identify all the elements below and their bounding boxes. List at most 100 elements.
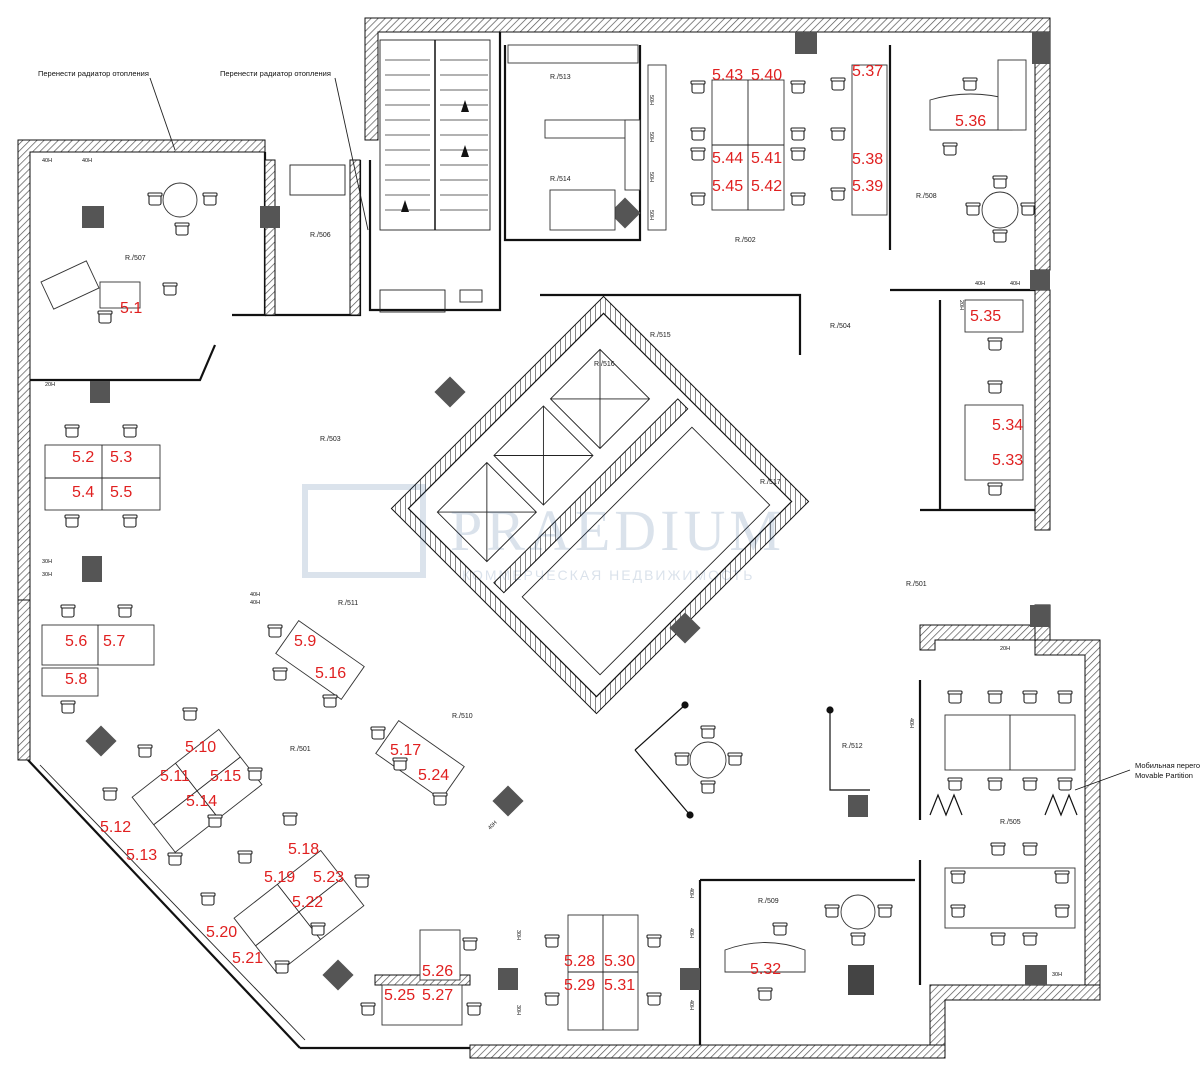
room-label: R./504 [830, 323, 851, 330]
workstation-label: 5.20 [206, 924, 237, 941]
room-label: R./501 [290, 746, 311, 753]
furniture-tag: 20Н [45, 382, 55, 388]
room-label: R./512 [842, 743, 863, 750]
radiator-note-2: Перенести радиатор отопления [220, 69, 331, 78]
movable-partition-en: Movable Partition [1135, 771, 1193, 780]
workstation-label: 5.37 [852, 63, 883, 80]
furniture-tag: 40Н [688, 888, 694, 898]
watermark-brand: PRAEDIUM [450, 498, 785, 563]
staircase [379, 39, 491, 313]
room-label: R./515 [650, 332, 671, 339]
furniture-tag: 40Н [688, 928, 694, 938]
furniture-tag: 20Н [958, 300, 964, 310]
workstation-label: 5.13 [126, 847, 157, 864]
furniture-tag: 40Н [42, 158, 52, 164]
workstation-label: 5.40 [751, 67, 782, 84]
furniture [40, 44, 1076, 1031]
workstation-label: 5.26 [422, 963, 453, 980]
stair-506 [264, 159, 361, 316]
workstation-label: 5.21 [232, 950, 263, 967]
workstation-label: 5.29 [564, 977, 595, 994]
workstation-label: 5.14 [186, 793, 217, 810]
central-core [390, 295, 810, 715]
workstation-label: 5.11 [160, 768, 190, 785]
workstation-label: 5.25 [384, 987, 415, 1004]
room-label: R./503 [320, 436, 341, 443]
workstation-labels: 5.1 5.2 5.3 5.4 5.5 5.6 5.7 5.8 5.9 5.10… [65, 63, 1023, 1004]
furniture-tag: 50Н [648, 172, 654, 182]
workstation-label: 5.43 [712, 67, 743, 84]
workstation-label: 5.32 [750, 961, 781, 978]
workstation-label: 5.10 [185, 739, 216, 756]
workstation-label: 5.23 [313, 869, 344, 886]
room-labels: R./501 R./501 R./502 R./503 R./504 R./50… [125, 74, 1021, 905]
furniture-tags: 50Н 50Н 50Н 50Н 40Н 40Н 40Н 40Н 40Н 40Н … [42, 95, 1062, 1015]
workstation-label: 5.27 [422, 987, 453, 1004]
workstation-label: 5.1 [120, 300, 142, 317]
workstation-label: 5.24 [418, 767, 449, 784]
furniture-tag: 30Н [515, 930, 521, 940]
furniture-tag: 30Н [42, 572, 52, 578]
pivot-partition [634, 701, 870, 819]
workstation-label: 5.6 [65, 633, 87, 650]
watermark-tagline: КОММЕРЧЕСКАЯ НЕДВИЖИМОСТЬ [462, 567, 754, 583]
workstation-label: 5.2 [72, 449, 94, 466]
workstation-label: 5.18 [288, 841, 319, 858]
furniture-tag: 30Н [42, 559, 52, 565]
workstation-label: 5.34 [992, 417, 1023, 434]
workstation-label: 5.17 [390, 742, 421, 759]
workstation-label: 5.38 [852, 151, 883, 168]
furniture-tag: 40Н [908, 718, 914, 728]
room-label: R./507 [125, 255, 146, 262]
room-label: R./505 [1000, 819, 1021, 826]
workstation-label: 5.22 [292, 894, 323, 911]
room-label: R./508 [916, 193, 937, 200]
furniture-tag: 40Н [975, 281, 985, 287]
room-label: R./514 [550, 176, 571, 183]
workstation-label: 5.33 [992, 452, 1023, 469]
furniture-tag: 30Н [515, 1005, 521, 1015]
annotations: Перенести радиатор отопления Перенести р… [38, 69, 1200, 780]
workstation-label: 5.16 [315, 665, 346, 682]
workstation-label: 5.35 [970, 308, 1001, 325]
workstation-label: 5.4 [72, 484, 94, 501]
furniture-tag: 50Н [648, 95, 654, 105]
movable-partitions [929, 769, 1131, 817]
furniture-tag: 50Н [648, 210, 654, 220]
diagonal-facade [27, 759, 470, 1050]
furniture-tag: 40Н [250, 600, 260, 606]
workstation-label: 5.30 [604, 953, 635, 970]
workstation-label: 5.3 [110, 449, 132, 466]
room-label: R./501 [906, 581, 927, 588]
workstation-label: 5.44 [712, 150, 743, 167]
furniture-tag: 40Н [688, 1000, 694, 1010]
furniture-tag: 40Н [250, 592, 260, 598]
room-label: R./511 [338, 600, 358, 607]
workstation-label: 5.45 [712, 178, 743, 195]
furniture-tag: 50Н [648, 132, 654, 142]
furniture-tag: 30Н [1052, 972, 1062, 978]
workstation-label: 5.31 [604, 977, 635, 994]
room-label: R./517 [760, 479, 781, 486]
furniture-tag: 40Н [1010, 281, 1020, 287]
workstation-label: 5.8 [65, 671, 87, 688]
room-label: R./513 [550, 74, 571, 81]
room-label: R./502 [735, 237, 756, 244]
room-label: R./510 [452, 713, 473, 720]
room-label: R./516 [594, 361, 615, 368]
workstation-label: 5.5 [110, 484, 132, 501]
workstation-label: 5.12 [100, 819, 131, 836]
workstation-label: 5.39 [852, 178, 883, 195]
radiator-note-1: Перенести радиатор отопления [38, 69, 149, 78]
workstation-label: 5.28 [564, 953, 595, 970]
workstation-label: 5.19 [264, 869, 295, 886]
furniture-tag: 20Н [1000, 646, 1010, 652]
furniture-tag: 40Н [487, 820, 498, 831]
movable-partition-ru: Мобильная перегородка [1135, 761, 1200, 770]
furniture-tag: 40Н [82, 158, 92, 164]
room-label: R./506 [310, 232, 331, 239]
workstation-label: 5.41 [751, 150, 782, 167]
workstation-label: 5.7 [103, 633, 125, 650]
workstation-label: 5.15 [210, 768, 241, 785]
